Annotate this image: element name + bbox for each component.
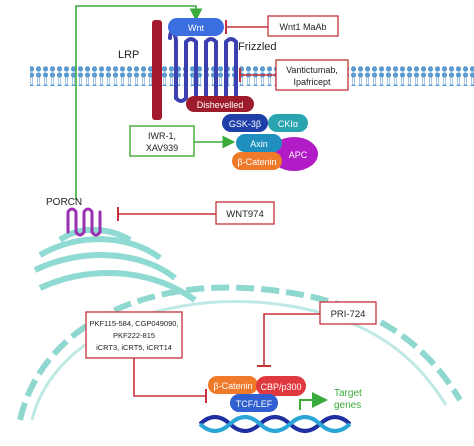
pkf-label-2: PKF222-815 [113, 331, 155, 340]
porcn-protein [66, 207, 102, 237]
wnt1-mab-label: Wnt1 MaAb [279, 22, 326, 32]
porcn-label: PORCN [46, 197, 82, 208]
tcf-lef-protein [230, 394, 278, 412]
frizzled-label: Frizzled [238, 41, 277, 53]
gsk3b-protein [222, 114, 268, 132]
wnt974-label: WNT974 [226, 209, 263, 220]
porcn-to-wnt-arrow [75, 5, 203, 200]
axin-protein [236, 134, 282, 152]
lrp-receptor [152, 20, 162, 120]
ck1a-protein [268, 114, 308, 132]
nucleus-inner [30, 300, 448, 421]
axin-label: Axin [250, 139, 268, 149]
pkf-box [85, 311, 183, 359]
beta-catenin-nuc-label: β-Catenin [213, 381, 252, 391]
beta-catenin-cyto-label: β-Catenin [237, 157, 276, 167]
tcf-lef-label: TCF/LEF [236, 399, 273, 409]
cell-membrane [30, 66, 474, 86]
target-genes-label-2: genes [334, 400, 361, 411]
iwr-label-2: XAV939 [146, 143, 178, 153]
apc-protein [270, 137, 318, 171]
dna-helix [198, 415, 352, 433]
wnt-protein [168, 18, 224, 36]
endoplasmic-reticulum [33, 226, 197, 303]
vanticutumab-box [275, 59, 349, 91]
target-genes-label-1: Target [334, 388, 362, 399]
dishevelled-label: Dishevelled [197, 100, 244, 110]
dishevelled-protein [186, 96, 254, 112]
pri724-box [319, 301, 377, 325]
wnt974-box [215, 201, 275, 225]
cbp-p300-label: CBP/p300 [260, 382, 301, 392]
lrp-label: LRP [118, 49, 139, 61]
cbp-p300-protein [256, 376, 306, 396]
pkf-inhibit-line [133, 358, 206, 397]
beta-catenin-nuc-protein [208, 376, 258, 394]
iwr-label-1: IWR-1, [148, 131, 176, 141]
wnt1-mab-box [267, 15, 339, 37]
iwr-box [129, 125, 195, 157]
pkf-label-1: PKF115-584, CGP049090, [89, 319, 178, 328]
gsk3b-label: GSK-3β [229, 119, 261, 129]
pkf-label-3: iCRT3, iCRT5, iCRT14 [96, 343, 172, 352]
pri724-inhibit-line [263, 313, 320, 366]
vanticutumab-label-2: Ipafricept [293, 77, 331, 87]
apc-label: APC [289, 150, 308, 160]
target-genes-arrow [299, 392, 328, 410]
ck1a-label: CKIα [278, 119, 298, 129]
vanticutumab-label-1: Vantictumab, [286, 65, 338, 75]
wnt-label: Wnt [188, 23, 205, 33]
nucleus-envelope [17, 284, 463, 421]
beta-catenin-cyto-protein [232, 152, 282, 170]
pri724-label: PRI-724 [331, 309, 366, 320]
